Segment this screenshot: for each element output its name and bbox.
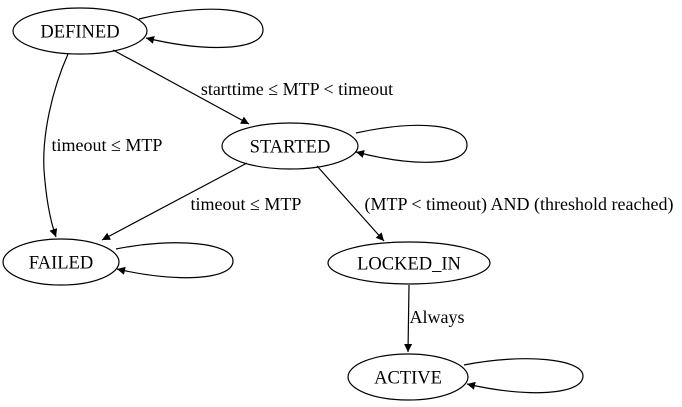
state-locked-in-label: LOCKED_IN bbox=[357, 255, 461, 275]
edge-label-defined-to-started: starttime ≤ MTP < timeout bbox=[201, 79, 393, 99]
state-failed: FAILED bbox=[2, 238, 120, 286]
edge-defined-to-started bbox=[112, 49, 250, 125]
state-defined: DEFINED bbox=[12, 7, 148, 55]
state-started-ellipse bbox=[221, 122, 359, 170]
edge-lockedin-to-active bbox=[404, 284, 413, 353]
edge-defined-to-failed bbox=[43, 53, 69, 238]
state-failed-label: FAILED bbox=[29, 254, 93, 274]
edge-label-started-to-failed: timeout ≤ MTP bbox=[191, 194, 302, 214]
edge-started-to-failed bbox=[101, 162, 248, 241]
state-failed-ellipse bbox=[2, 238, 120, 286]
state-active: ACTIVE bbox=[347, 353, 469, 401]
state-started-label: STARTED bbox=[250, 138, 331, 158]
state-started: STARTED bbox=[221, 122, 359, 170]
state-defined-ellipse bbox=[12, 7, 148, 55]
state-locked-in: LOCKED_IN bbox=[327, 241, 491, 285]
state-locked-in-ellipse bbox=[327, 241, 491, 285]
self-loop-started bbox=[355, 124, 468, 163]
state-active-label: ACTIVE bbox=[374, 369, 442, 389]
self-loop-active bbox=[463, 358, 584, 394]
edge-label-started-to-lockedin: (MTP < timeout) AND (threshold reached) bbox=[365, 194, 674, 215]
state-active-ellipse bbox=[347, 353, 469, 401]
state-defined-label: DEFINED bbox=[40, 23, 119, 43]
self-loop-failed bbox=[115, 242, 234, 279]
edge-label-defined-to-failed: timeout ≤ MTP bbox=[52, 135, 163, 155]
edge-label-lockedin-to-active: Always bbox=[410, 307, 465, 327]
self-loop-defined bbox=[138, 8, 264, 49]
edge-started-to-lockedin bbox=[316, 165, 385, 242]
